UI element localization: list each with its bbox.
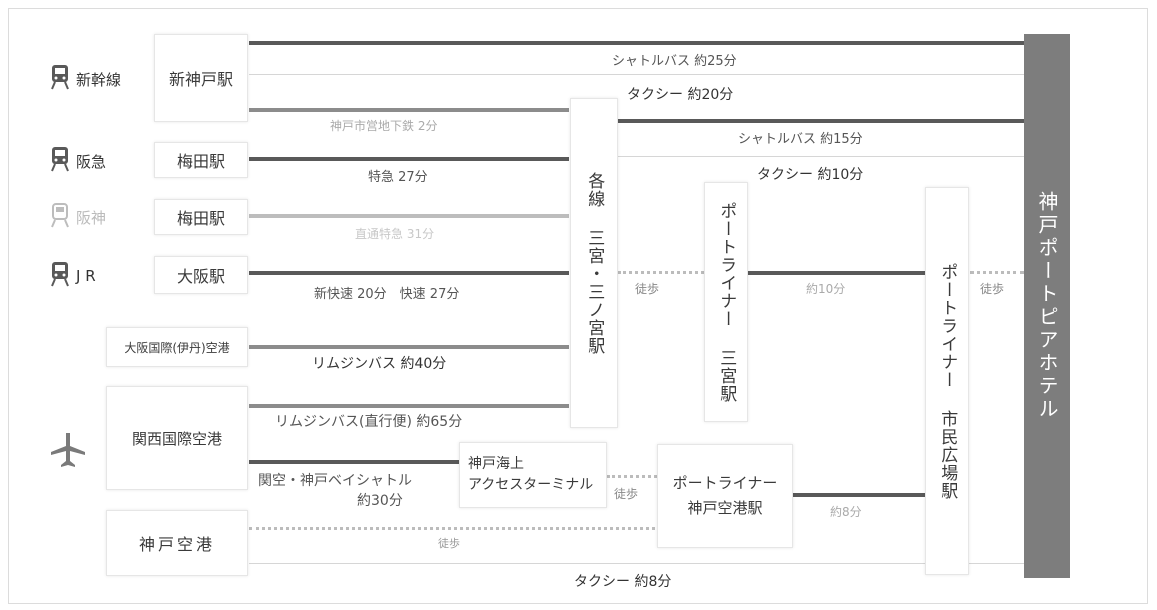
station-portliner-sannomiya: ポートライナー 三宮駅 xyxy=(704,182,748,422)
label-express27: 特急 27分 xyxy=(368,170,428,185)
station-kansai: 関西国際空港 xyxy=(106,386,248,490)
route-line-bay-shuttle xyxy=(249,460,459,464)
route-line-sannomiya-shuttle xyxy=(618,119,1024,123)
route-line-hankyu xyxy=(249,157,569,161)
station-osaka: 大阪駅 xyxy=(154,256,248,294)
station-umeda-hanshin: 梅田駅 xyxy=(154,199,248,235)
operator-label: 阪急 xyxy=(76,152,107,171)
route-line-kansai-limo xyxy=(249,404,569,408)
hotel-kobe-portopia: 神戸ポートピアホテル xyxy=(1024,34,1070,578)
station-kobe-kaijo-terminal: 神戸海上 アクセスターミナル xyxy=(459,442,607,508)
operator-label: 阪神 xyxy=(76,208,107,227)
label-pl10: 約10分 xyxy=(806,282,846,296)
label-bayshuttle-1: 関空・神戸ベイシャトル xyxy=(258,473,412,489)
station-portliner-shimin: ポートライナー 市民広場駅 xyxy=(925,187,969,575)
walk-line-kaijo xyxy=(607,475,657,478)
route-line-kobe-airport-taxi xyxy=(249,563,1024,564)
route-line-shinkobe-shuttle xyxy=(249,41,1024,45)
station-sannomiya: 各線 三宮・三ノ宮駅 xyxy=(570,98,618,428)
train-icon xyxy=(50,202,70,232)
label-walk-kaijo: 徒歩 xyxy=(614,487,639,501)
route-line-itami-limo xyxy=(249,345,569,349)
operator-label: J R xyxy=(76,267,96,285)
diagram-frame xyxy=(8,8,1148,604)
route-line-portliner-10 xyxy=(748,271,925,275)
operator-label: 新幹線 xyxy=(76,70,122,89)
operator-jr: J R xyxy=(50,261,96,291)
train-icon xyxy=(50,64,70,94)
label-hanshin: 直通特急 31分 xyxy=(355,227,435,241)
label-bayshuttle-2: 約30分 xyxy=(357,493,403,509)
route-line-shinkobe-taxi xyxy=(249,74,1024,75)
label-limo65: リムジンバス(直行便) 約65分 xyxy=(275,414,463,430)
route-line-sannomiya-taxi xyxy=(618,156,1024,157)
label-walk-sannomiya: 徒歩 xyxy=(635,282,660,296)
label-walk-shimin: 徒歩 xyxy=(980,282,1005,296)
operator-shinkansen: 新幹線 xyxy=(50,64,121,94)
station-itami: 大阪国際(伊丹)空港 xyxy=(106,327,248,367)
station-kobe-airport: 神戸空港 xyxy=(106,510,248,576)
label-jr: 新快速 20分 快速 27分 xyxy=(314,287,460,302)
label-limo40: リムジンバス 約40分 xyxy=(312,356,447,372)
station-portliner-airport: ポートライナー 神戸空港駅 xyxy=(657,444,793,548)
label-taxi8: タクシー 約8分 xyxy=(574,574,672,590)
route-line-portliner-8 xyxy=(793,493,925,497)
station-shinkobe: 新神戸駅 xyxy=(154,34,248,122)
label-shuttle15: シャトルバス 約15分 xyxy=(738,132,863,147)
label-taxi20: タクシー 約20分 xyxy=(627,87,734,103)
label-shuttle25: シャトルバス 約25分 xyxy=(612,54,737,69)
operator-hanshin: 阪神 xyxy=(50,202,106,232)
label-subway2: 神戸市営地下鉄 2分 xyxy=(330,119,438,133)
label-walk-kobe-airport: 徒歩 xyxy=(438,537,460,550)
operator-hankyu: 阪急 xyxy=(50,146,106,176)
walk-line-sannomiya xyxy=(618,271,704,274)
walk-line-kobe-airport xyxy=(249,527,655,530)
train-icon xyxy=(50,146,70,176)
station-umeda-hankyu: 梅田駅 xyxy=(154,142,248,178)
operator-air xyxy=(48,430,88,474)
label-taxi10: タクシー 約10分 xyxy=(757,167,864,183)
train-icon xyxy=(50,261,70,291)
airplane-icon xyxy=(48,430,88,474)
route-line-shinkobe-subway xyxy=(249,108,569,112)
route-line-jr xyxy=(249,271,569,275)
walk-line-shimin xyxy=(970,271,1024,274)
route-line-hanshin xyxy=(249,214,569,218)
label-pl8: 約8分 xyxy=(830,505,862,519)
